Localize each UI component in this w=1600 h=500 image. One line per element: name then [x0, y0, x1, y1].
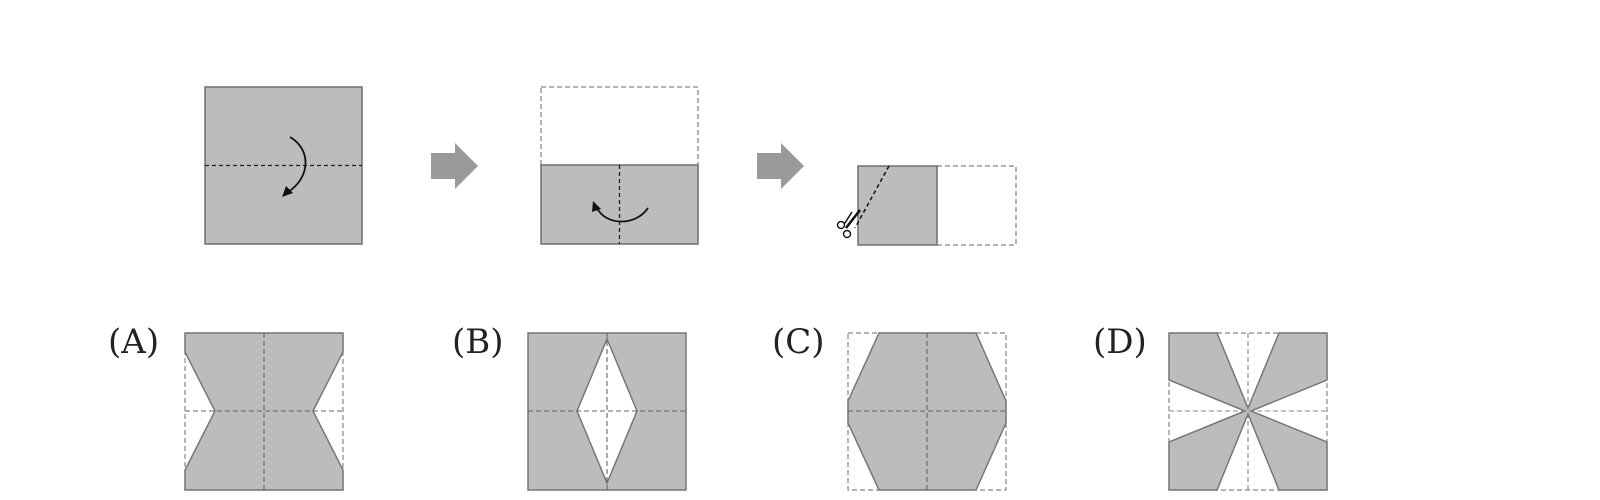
paper-rectangle [540, 164, 699, 245]
step-1-square [204, 86, 363, 245]
curved-fold-arrow-icon [592, 201, 649, 223]
option-d-shape [1168, 332, 1328, 491]
scissors-icon [836, 209, 861, 239]
curved-fold-arrow-icon [282, 136, 307, 197]
option-a-figure [184, 332, 344, 491]
right-arrow-icon [757, 143, 804, 189]
option-b-figure [527, 332, 687, 491]
option-c-label: (C) [772, 322, 825, 362]
option-a-shape [184, 332, 344, 491]
option-b-hole [576, 337, 638, 485]
step-3-folded-square [836, 165, 1017, 246]
cut-line [854, 165, 890, 229]
folded-away-outline [540, 86, 699, 166]
folded-away-outline [936, 165, 1017, 246]
right-arrow-icon [431, 143, 478, 189]
step-2-folded-rect [540, 86, 699, 245]
paper-small-square [857, 165, 938, 246]
option-c-shape [847, 332, 1007, 491]
option-b-label: (B) [452, 322, 504, 362]
option-d-label: (D) [1093, 322, 1147, 362]
option-d-figure [1168, 332, 1328, 491]
option-c-figure [847, 332, 1007, 491]
option-a-label: (A) [108, 322, 160, 362]
